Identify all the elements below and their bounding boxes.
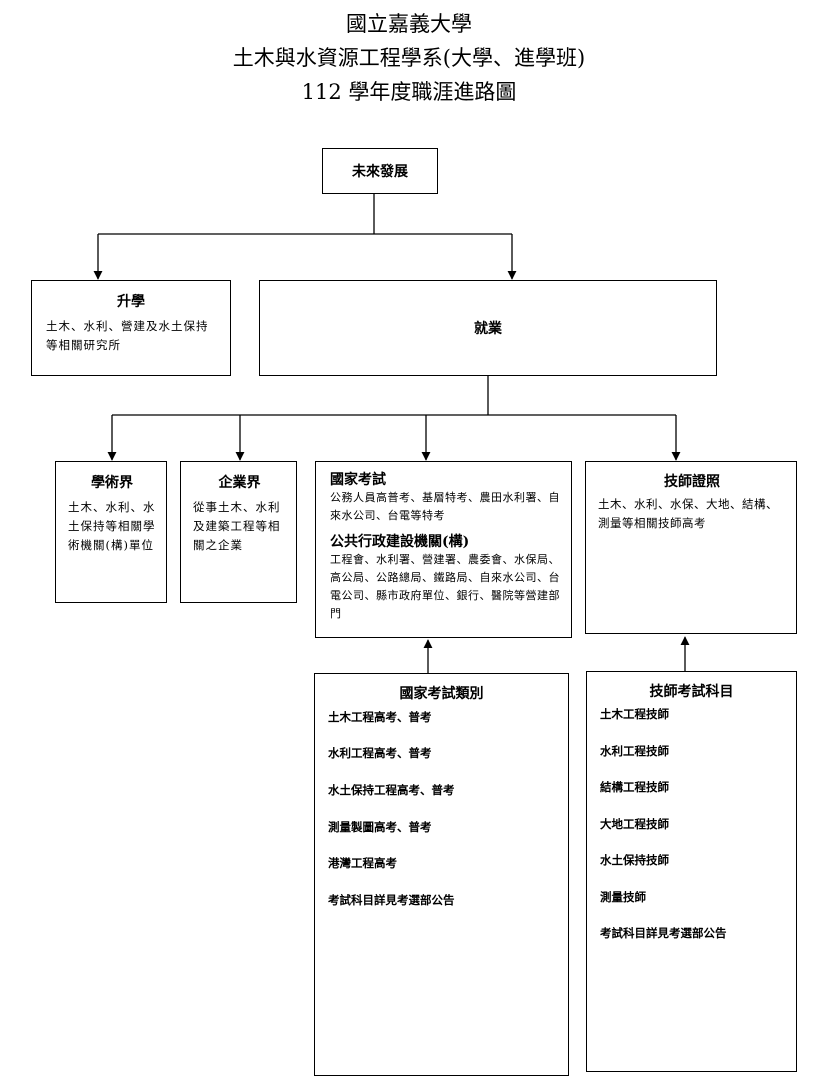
enterprise-box: 企業界 從事土木、水利及建築工程等相關之企業 [180, 461, 297, 603]
public-agency-text: 工程會、水利署、營建署、農委會、水保局、高公局、公路總局、鐵路局、自來水公司、台… [330, 553, 560, 620]
engineer-subject-item: 結構工程技師 [600, 780, 669, 794]
exam-type-item: 土木工程高考、普考 [328, 710, 432, 724]
academia-text: 土木、水利、水土保持等相關學術機關(構)單位 [68, 500, 156, 552]
academia-box: 學術界 土木、水利、水土保持等相關學術機關(構)單位 [55, 461, 167, 603]
exam-type-item: 水土保持工程高考、普考 [328, 783, 455, 797]
further-study-heading: 升學 [117, 294, 145, 310]
further-study-text: 土木、水利、營建及水土保持等相關研究所 [46, 319, 209, 352]
exam-type-item: 考試科目詳見考選部公告 [328, 893, 455, 907]
exam-type-item: 水利工程高考、普考 [328, 746, 432, 760]
public-agency-heading: 公共行政建設機關(構) [330, 534, 470, 550]
exam-types-box: 國家考試類別 土木工程高考、普考 水利工程高考、普考 水土保持工程高考、普考 測… [314, 673, 569, 1076]
license-heading: 技師證照 [664, 474, 720, 490]
national-box: 國家考試 公務人員高普考、基層特考、農田水利署、自來水公司、台電等特考 公共行政… [315, 461, 572, 638]
employment-heading: 就業 [474, 321, 502, 337]
exam-types-heading: 國家考試類別 [399, 686, 484, 702]
engineer-subject-item: 大地工程技師 [600, 817, 669, 831]
title-line-1: 國立嘉義大學 [346, 12, 472, 36]
future-box: 未來發展 [322, 148, 438, 194]
exam-type-item: 港灣工程高考 [328, 856, 397, 870]
title-line-2: 土木與水資源工程學系(大學、進學班) [232, 46, 586, 70]
license-box: 技師證照 土木、水利、水保、大地、結構、測量等相關技師高考 [585, 461, 797, 634]
engineer-subject-item: 水土保持技師 [600, 853, 669, 867]
future-label: 未來發展 [352, 164, 408, 180]
engineer-subjects-heading: 技師考試科目 [649, 684, 734, 700]
engineer-subject-item: 考試科目詳見考選部公告 [600, 926, 727, 940]
title-line-3: 112 學年度職涯進路圖 [301, 80, 517, 104]
enterprise-text: 從事土木、水利及建築工程等相關之企業 [193, 500, 281, 552]
exam-type-item: 測量製圖高考、普考 [328, 820, 432, 834]
national-exam-text: 公務人員高普考、基層特考、農田水利署、自來水公司、台電等特考 [330, 491, 560, 522]
engineer-subjects-box: 技師考試科目 土木工程技師 水利工程技師 結構工程技師 大地工程技師 水土保持技… [586, 671, 797, 1072]
license-text: 土木、水利、水保、大地、結構、測量等相關技師高考 [598, 497, 778, 530]
academia-heading: 學術界 [91, 475, 133, 491]
engineer-subject-item: 水利工程技師 [600, 744, 669, 758]
employment-box: 就業 [259, 280, 717, 376]
national-exam-heading: 國家考試 [330, 472, 386, 488]
further-study-box: 升學 土木、水利、營建及水土保持等相關研究所 [31, 280, 231, 376]
engineer-subject-item: 土木工程技師 [600, 707, 669, 721]
engineer-subject-item: 測量技師 [600, 890, 646, 904]
enterprise-heading: 企業界 [218, 475, 261, 491]
